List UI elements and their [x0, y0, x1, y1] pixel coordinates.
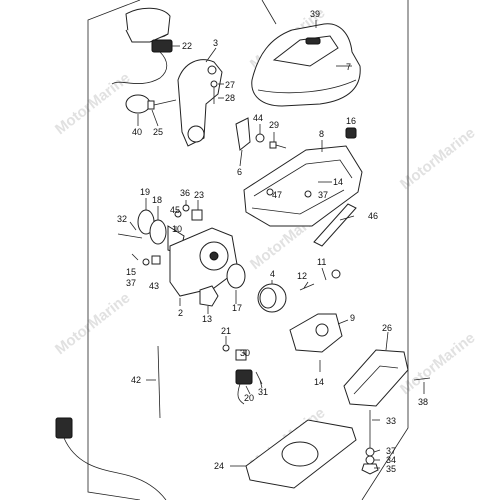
- washer-44: [255, 133, 265, 143]
- callout-37c: 37: [386, 446, 396, 456]
- watermark: MotorMarine: [52, 289, 133, 358]
- callout-16: 16: [346, 116, 356, 126]
- callout-24: 24: [214, 461, 224, 471]
- callout-6: 6: [237, 167, 242, 177]
- leader-lines: [129, 20, 425, 469]
- callout-15: 15: [126, 267, 136, 277]
- callout-46: 46: [368, 211, 378, 221]
- ring-18: [149, 219, 167, 245]
- callout-11: 11: [317, 257, 326, 267]
- pointer-arrow: [261, 0, 277, 25]
- callout-9: 9: [350, 313, 355, 323]
- switch-20: [235, 369, 253, 405]
- callout-37a: 37: [318, 190, 328, 200]
- bolt-32: [117, 233, 143, 239]
- screw-11: [321, 267, 327, 281]
- cap-10: [331, 269, 341, 279]
- callout-39: 39: [310, 9, 320, 19]
- callout-10: 10: [172, 224, 182, 234]
- callout-2: 2: [178, 308, 183, 318]
- callout-20: 20: [244, 393, 254, 403]
- gear-bracket-2: [169, 227, 239, 297]
- callout-34: 34: [386, 455, 396, 465]
- washer-34: [365, 455, 375, 465]
- washer-37a: [304, 190, 312, 198]
- bolt-38: [413, 377, 431, 381]
- callout-35: 35: [386, 464, 396, 474]
- callout-47: 47: [272, 190, 282, 200]
- screw-31: [255, 371, 263, 385]
- hex-wrench-46: [313, 203, 357, 247]
- diagram-frame: [87, 0, 141, 500]
- callout-23: 23: [194, 190, 204, 200]
- washer-45: [174, 210, 182, 218]
- nut-43: [151, 255, 161, 265]
- callout-42: 42: [131, 375, 141, 385]
- callout-29: 29: [269, 120, 279, 130]
- ring-17: [226, 263, 246, 289]
- clip-23: [191, 209, 203, 221]
- control-cover: [251, 23, 361, 107]
- lever-9: [289, 313, 343, 353]
- nut-35: [361, 463, 379, 475]
- wire-harness: [55, 417, 167, 500]
- washer-37b: [142, 258, 150, 266]
- diagram-frame-right: [361, 0, 409, 500]
- callout-27: 27: [225, 80, 235, 90]
- bolt-25: [147, 99, 177, 110]
- callout-44: 44: [253, 113, 263, 123]
- callout-33: 33: [386, 416, 396, 426]
- callout-32: 32: [117, 214, 127, 224]
- callout-45: 45: [170, 205, 180, 215]
- callout-25: 25: [153, 127, 163, 137]
- callout-8: 8: [319, 129, 324, 139]
- watermark: MotorMarine: [397, 329, 478, 398]
- callout-21: 21: [221, 326, 231, 336]
- callout-12: 12: [297, 271, 307, 281]
- callout-31: 31: [258, 387, 268, 397]
- callout-13: 13: [202, 314, 212, 324]
- callout-18: 18: [152, 195, 162, 205]
- bolt-27: [210, 80, 218, 96]
- callout-3: 3: [213, 38, 218, 48]
- nut-13: [199, 285, 219, 307]
- callout-26: 26: [382, 323, 392, 333]
- callout-38: 38: [418, 397, 428, 407]
- clip-6: [235, 117, 251, 151]
- washer-37c: [365, 447, 375, 457]
- callout-37b: 37: [126, 278, 136, 288]
- housing-8: [243, 145, 363, 227]
- screw-15: [131, 253, 139, 261]
- callout-17: 17: [232, 303, 242, 313]
- callout-28: 28: [225, 93, 235, 103]
- watermark: MotorMarine: [52, 69, 133, 138]
- handle-grip: [125, 7, 171, 43]
- screw-21: [222, 344, 230, 352]
- nut-30: [235, 349, 247, 361]
- callout-4: 4: [270, 269, 275, 279]
- grommet-47: [266, 188, 274, 196]
- cap-40: [125, 94, 151, 114]
- switch-16: [345, 127, 357, 139]
- spring-12: [299, 283, 315, 291]
- callout-22: 22: [182, 41, 192, 51]
- callout-labels: 39 7 22 3 27 28 40 25 44 29 16 8 6 14 47…: [117, 9, 428, 474]
- callout-14a: 14: [333, 177, 343, 187]
- callout-36: 36: [180, 188, 190, 198]
- callout-40: 40: [132, 127, 142, 137]
- callout-30: 30: [240, 348, 250, 358]
- callout-19: 19: [140, 187, 150, 197]
- lever-bracket: [177, 59, 223, 147]
- bracket-26: [343, 349, 409, 407]
- bolt-29: [269, 141, 287, 149]
- tie-wrap-42: [157, 345, 161, 419]
- gear-4: [257, 283, 287, 313]
- callout-7: 7: [346, 62, 351, 72]
- callout-43: 43: [149, 281, 159, 291]
- callout-14b: 14: [314, 377, 324, 387]
- watermark: MotorMarine: [397, 124, 478, 193]
- gasket-24: [245, 419, 357, 489]
